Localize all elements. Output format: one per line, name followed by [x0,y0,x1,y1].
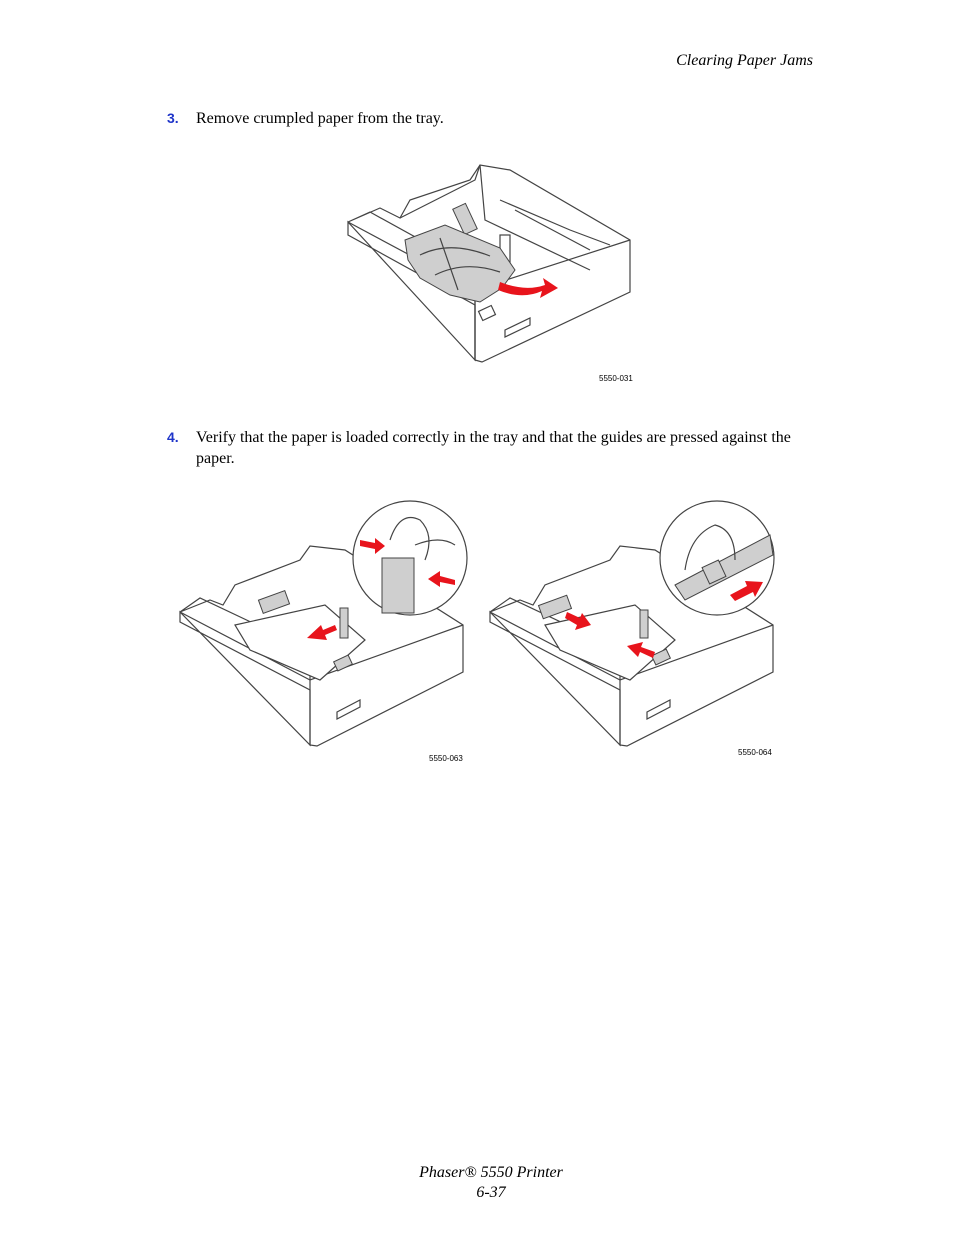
figure-label: 5550-064 [738,748,772,757]
figure-label: 5550-063 [429,754,463,763]
tray-width-guides-illustration [489,500,775,747]
step-text: Verify that the paper is loaded correctl… [196,429,791,467]
tray-crumpled-paper-illustration [347,164,631,363]
step-number: 3. [167,110,179,126]
footer-page-number: 6-37 [476,1184,506,1201]
running-header: Clearing Paper Jams [676,52,813,69]
tray-length-guide-illustration [179,500,468,747]
footer-product: Phaser® 5550 Printer [419,1164,563,1181]
step-text: Remove crumpled paper from the tray. [196,110,444,127]
figure-label: 5550-031 [599,374,633,383]
step-number: 4. [167,429,179,445]
